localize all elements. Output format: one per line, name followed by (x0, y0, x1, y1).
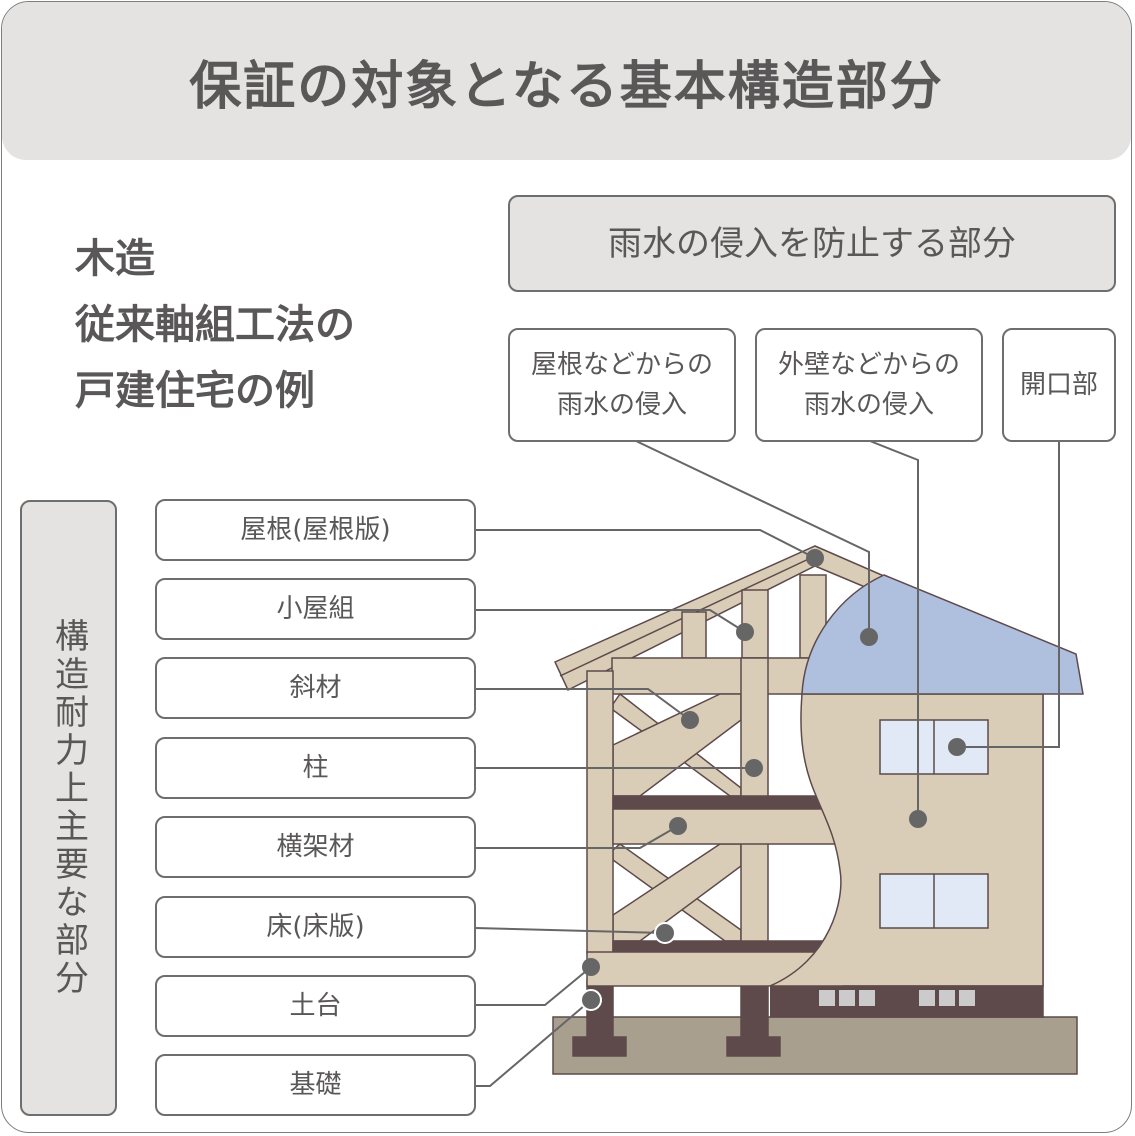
heading-line: 従来軸組工法の (75, 302, 355, 348)
label: 基礎 (289, 1070, 342, 1100)
label: 小屋組 (276, 594, 355, 624)
rain-item-wall: 外壁などからの雨水の侵入 (755, 328, 983, 442)
label: 屋根などからの (530, 350, 713, 380)
rain-item-roof: 屋根などからの雨水の侵入 (508, 328, 736, 442)
title-banner: 保証の対象となる基本構造部分 (2, 2, 1131, 160)
vents (819, 990, 975, 1006)
foundation-pier (740, 979, 769, 1039)
structure-item-foundation: 基礎 (155, 1054, 476, 1116)
structure-item-beam: 横架材 (155, 816, 476, 878)
label: 斜材 (289, 673, 342, 703)
foundation-footing (726, 1036, 781, 1057)
label: 外壁などからの (777, 350, 960, 380)
structure-item-roof: 屋根(屋根版) (155, 499, 476, 561)
label: 柱 (302, 753, 329, 783)
structure-item-floor: 床(床版) (155, 896, 476, 958)
rain-section-title: 雨水の侵入を防止する部分 (508, 195, 1116, 292)
ground (552, 1016, 1078, 1075)
foundation-footing (572, 1036, 627, 1057)
callout-dots (580, 549, 966, 1011)
label: 土台 (289, 991, 342, 1021)
post (586, 670, 614, 954)
page-title: 保証の対象となる基本構造部分 (189, 56, 944, 117)
cross-beam (612, 808, 844, 845)
structure-item-post: 柱 (155, 737, 476, 799)
label: 横架材 (276, 832, 355, 862)
label: 床(床版) (266, 912, 365, 942)
label: 雨水の侵入 (803, 390, 934, 420)
heading-line: 戸建住宅の例 (75, 368, 315, 414)
callout-lines (474, 440, 1060, 1087)
label: 開口部 (1019, 370, 1098, 400)
rain-item-opening: 開口部 (1002, 328, 1116, 442)
label: 屋根(屋根版) (240, 515, 391, 545)
heading-line: 木造 (75, 236, 155, 282)
structure-section-title-text: 構造耐力上主要な部分 (48, 618, 89, 998)
structure-item-roof-truss: 小屋組 (155, 578, 476, 640)
rain-section-title-text: 雨水の侵入を防止する部分 (608, 223, 1016, 264)
structure-item-sill: 土台 (155, 975, 476, 1037)
structure-item-brace: 斜材 (155, 657, 476, 719)
roof (801, 574, 1084, 695)
example-heading: 木造 従来軸組工法の 戸建住宅の例 (75, 226, 355, 424)
structure-section-title: 構造耐力上主要な部分 (20, 500, 117, 1116)
label: 雨水の侵入 (556, 390, 687, 420)
